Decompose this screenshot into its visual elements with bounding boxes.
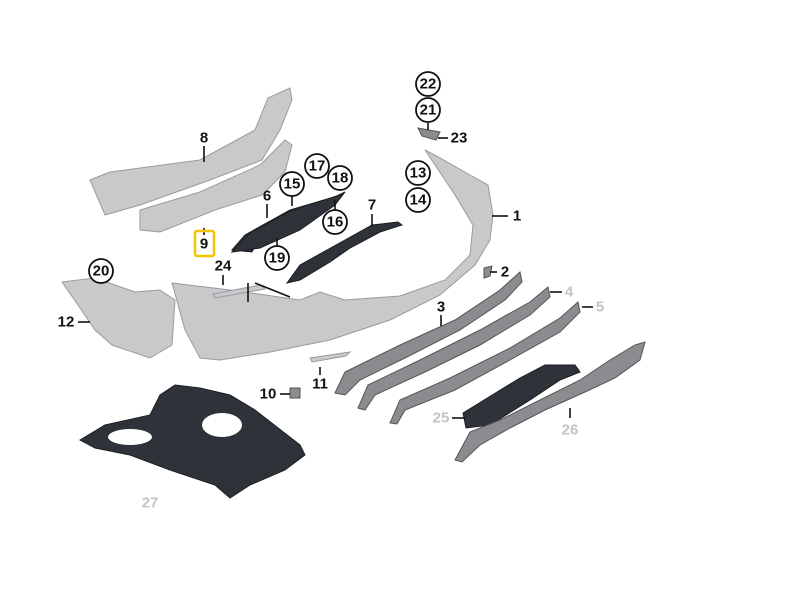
label-4[interactable]: 4 bbox=[565, 284, 574, 301]
part-1-bumper-cover[interactable] bbox=[171, 149, 494, 361]
label-15[interactable]: 15 bbox=[284, 176, 301, 193]
label-9[interactable]: 9 bbox=[200, 236, 208, 253]
leader-lines bbox=[78, 123, 593, 419]
label-8[interactable]: 8 bbox=[200, 130, 208, 147]
label-27[interactable]: 27 bbox=[142, 495, 159, 512]
label-7[interactable]: 7 bbox=[368, 197, 376, 214]
label-2[interactable]: 2 bbox=[501, 264, 509, 281]
label-26[interactable]: 26 bbox=[562, 422, 579, 439]
part-8-carrier[interactable] bbox=[89, 87, 293, 216]
label-12[interactable]: 12 bbox=[58, 314, 75, 331]
part-3-strip[interactable] bbox=[334, 271, 523, 396]
label-10[interactable]: 10 bbox=[260, 386, 277, 403]
part-11-reflector[interactable] bbox=[309, 351, 352, 363]
part-23-bracket[interactable] bbox=[417, 127, 441, 141]
label-13[interactable]: 13 bbox=[410, 165, 427, 182]
part-25-guide[interactable] bbox=[462, 364, 581, 429]
label-18[interactable]: 18 bbox=[332, 170, 349, 187]
part-27-underbody[interactable] bbox=[78, 384, 306, 499]
callout-circles bbox=[88, 71, 441, 284]
label-24[interactable]: 24 bbox=[215, 258, 232, 275]
part-6-panel-main[interactable] bbox=[230, 191, 346, 253]
label-22[interactable]: 22 bbox=[420, 76, 437, 93]
part-12-bracket[interactable] bbox=[61, 277, 176, 359]
label-20[interactable]: 20 bbox=[93, 263, 110, 280]
part-2-clip[interactable] bbox=[483, 265, 493, 279]
label-3[interactable]: 3 bbox=[437, 299, 445, 316]
label-5[interactable]: 5 bbox=[596, 299, 604, 316]
highlight-box-9 bbox=[193, 229, 216, 258]
part-7-panel[interactable] bbox=[285, 221, 404, 284]
label-11[interactable]: 11 bbox=[312, 376, 328, 393]
label-25[interactable]: 25 bbox=[433, 410, 450, 427]
underbody-cutout-left bbox=[108, 429, 152, 445]
part-10-clip[interactable] bbox=[289, 387, 301, 399]
part-24-trim[interactable] bbox=[212, 284, 267, 299]
part-9-bumper-beam[interactable] bbox=[139, 139, 293, 233]
label-21[interactable]: 21 bbox=[420, 102, 437, 119]
label-1[interactable]: 1 bbox=[513, 208, 521, 225]
underbody-cutout-right bbox=[202, 413, 242, 437]
part-4-strip[interactable] bbox=[357, 286, 551, 411]
part-26-diffuser[interactable] bbox=[454, 341, 646, 463]
part-5-strip[interactable] bbox=[389, 301, 581, 425]
label-14[interactable]: 14 bbox=[410, 192, 427, 209]
label-19[interactable]: 19 bbox=[269, 250, 286, 267]
label-23[interactable]: 23 bbox=[451, 130, 468, 147]
label-17[interactable]: 17 bbox=[309, 158, 326, 175]
label-16[interactable]: 16 bbox=[327, 214, 344, 231]
label-6[interactable]: 6 bbox=[263, 188, 271, 205]
